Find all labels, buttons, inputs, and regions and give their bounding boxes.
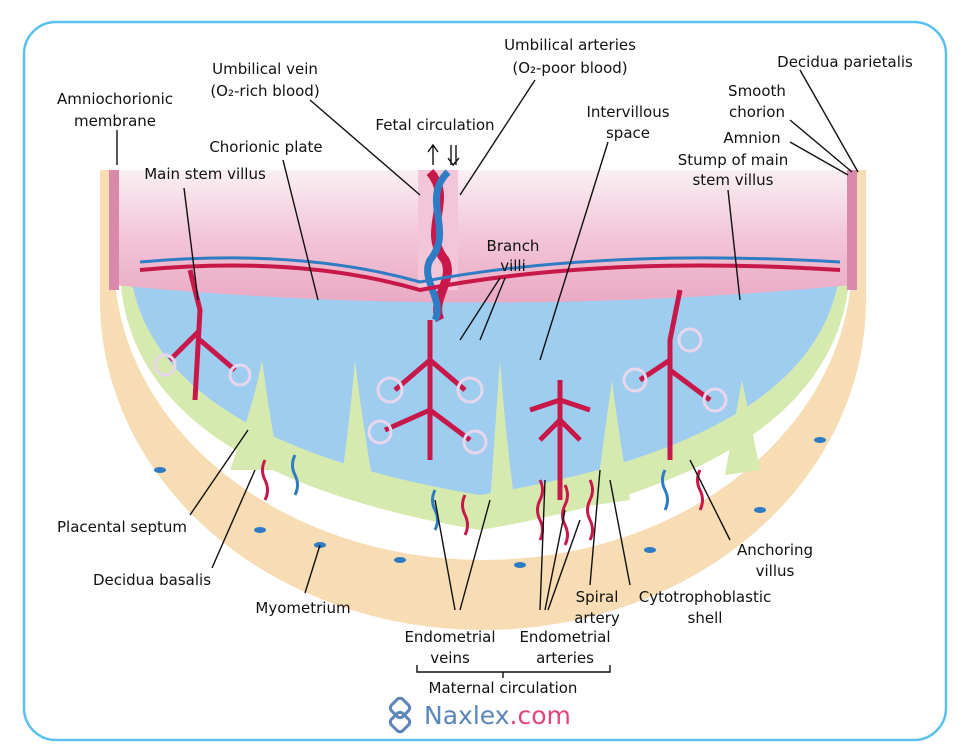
svg-text:membrane: membrane (74, 112, 156, 130)
label-spiral-artery: Spiral (576, 588, 619, 606)
naxlex-logo: Naxlex.com (388, 696, 571, 734)
label-decidua-parietalis: Decidua parietalis (777, 53, 913, 71)
label-maternal-circulation: Maternal circulation (429, 679, 578, 697)
label-main-stem-villus: Main stem villus (144, 165, 266, 183)
svg-text:space: space (606, 124, 650, 142)
label-umbilical-arteries: Umbilical arteries (504, 36, 636, 54)
label-endometrial-arteries: Endometrial (519, 628, 610, 646)
label-decidua-basalis: Decidua basalis (93, 571, 211, 589)
logo-icon (388, 696, 412, 734)
svg-text:shell: shell (688, 609, 723, 627)
label-umbilical-vein: Umbilical vein (212, 60, 318, 78)
label-myometrium: Myometrium (255, 599, 350, 617)
arrow-up-icon (427, 143, 439, 165)
svg-text:(O₂-poor blood): (O₂-poor blood) (512, 59, 627, 77)
svg-text:arteries: arteries (536, 649, 594, 667)
svg-text:artery: artery (574, 609, 620, 627)
labels: Amniochorionic membrane Umbilical vein (… (57, 36, 913, 697)
label-stump-main-stem-villus: Stump of main (678, 151, 789, 169)
leader-lines (116, 69, 859, 678)
svg-text:chorion: chorion (729, 103, 785, 121)
svg-text:villus: villus (756, 562, 795, 580)
intervillous-space-region (130, 270, 840, 495)
arrow-down-icon (447, 145, 460, 167)
label-endometrial-veins: Endometrial (404, 628, 495, 646)
label-branch-villi: Branch (487, 237, 540, 255)
label-amnion: Amnion (723, 129, 780, 147)
label-smooth-chorion: Smooth (728, 82, 786, 100)
label-anchoring-villus: Anchoring (737, 541, 813, 559)
frame (22, 20, 948, 742)
svg-text:stem villus: stem villus (692, 171, 773, 189)
svg-text:veins: veins (430, 649, 470, 667)
svg-text:Naxlex.com: Naxlex.com (424, 701, 571, 730)
label-cytotrophoblastic-shell: Cytotrophoblastic (639, 588, 772, 606)
label-chorionic-plate: Chorionic plate (209, 138, 322, 156)
chorionic-plate-region (114, 170, 852, 303)
villous-trees (168, 269, 712, 500)
label-fetal-circulation: Fetal circulation (375, 116, 494, 134)
label-intervillous-space: Intervillous (586, 103, 669, 121)
label-placental-septum: Placental septum (57, 518, 187, 536)
svg-text:(O₂-rich blood): (O₂-rich blood) (210, 82, 319, 100)
placental-septa (230, 360, 760, 505)
umbilical-artery (424, 169, 451, 322)
label-amniochorionic-membrane: Amniochorionic (57, 90, 173, 108)
svg-text:villi: villi (500, 257, 526, 275)
